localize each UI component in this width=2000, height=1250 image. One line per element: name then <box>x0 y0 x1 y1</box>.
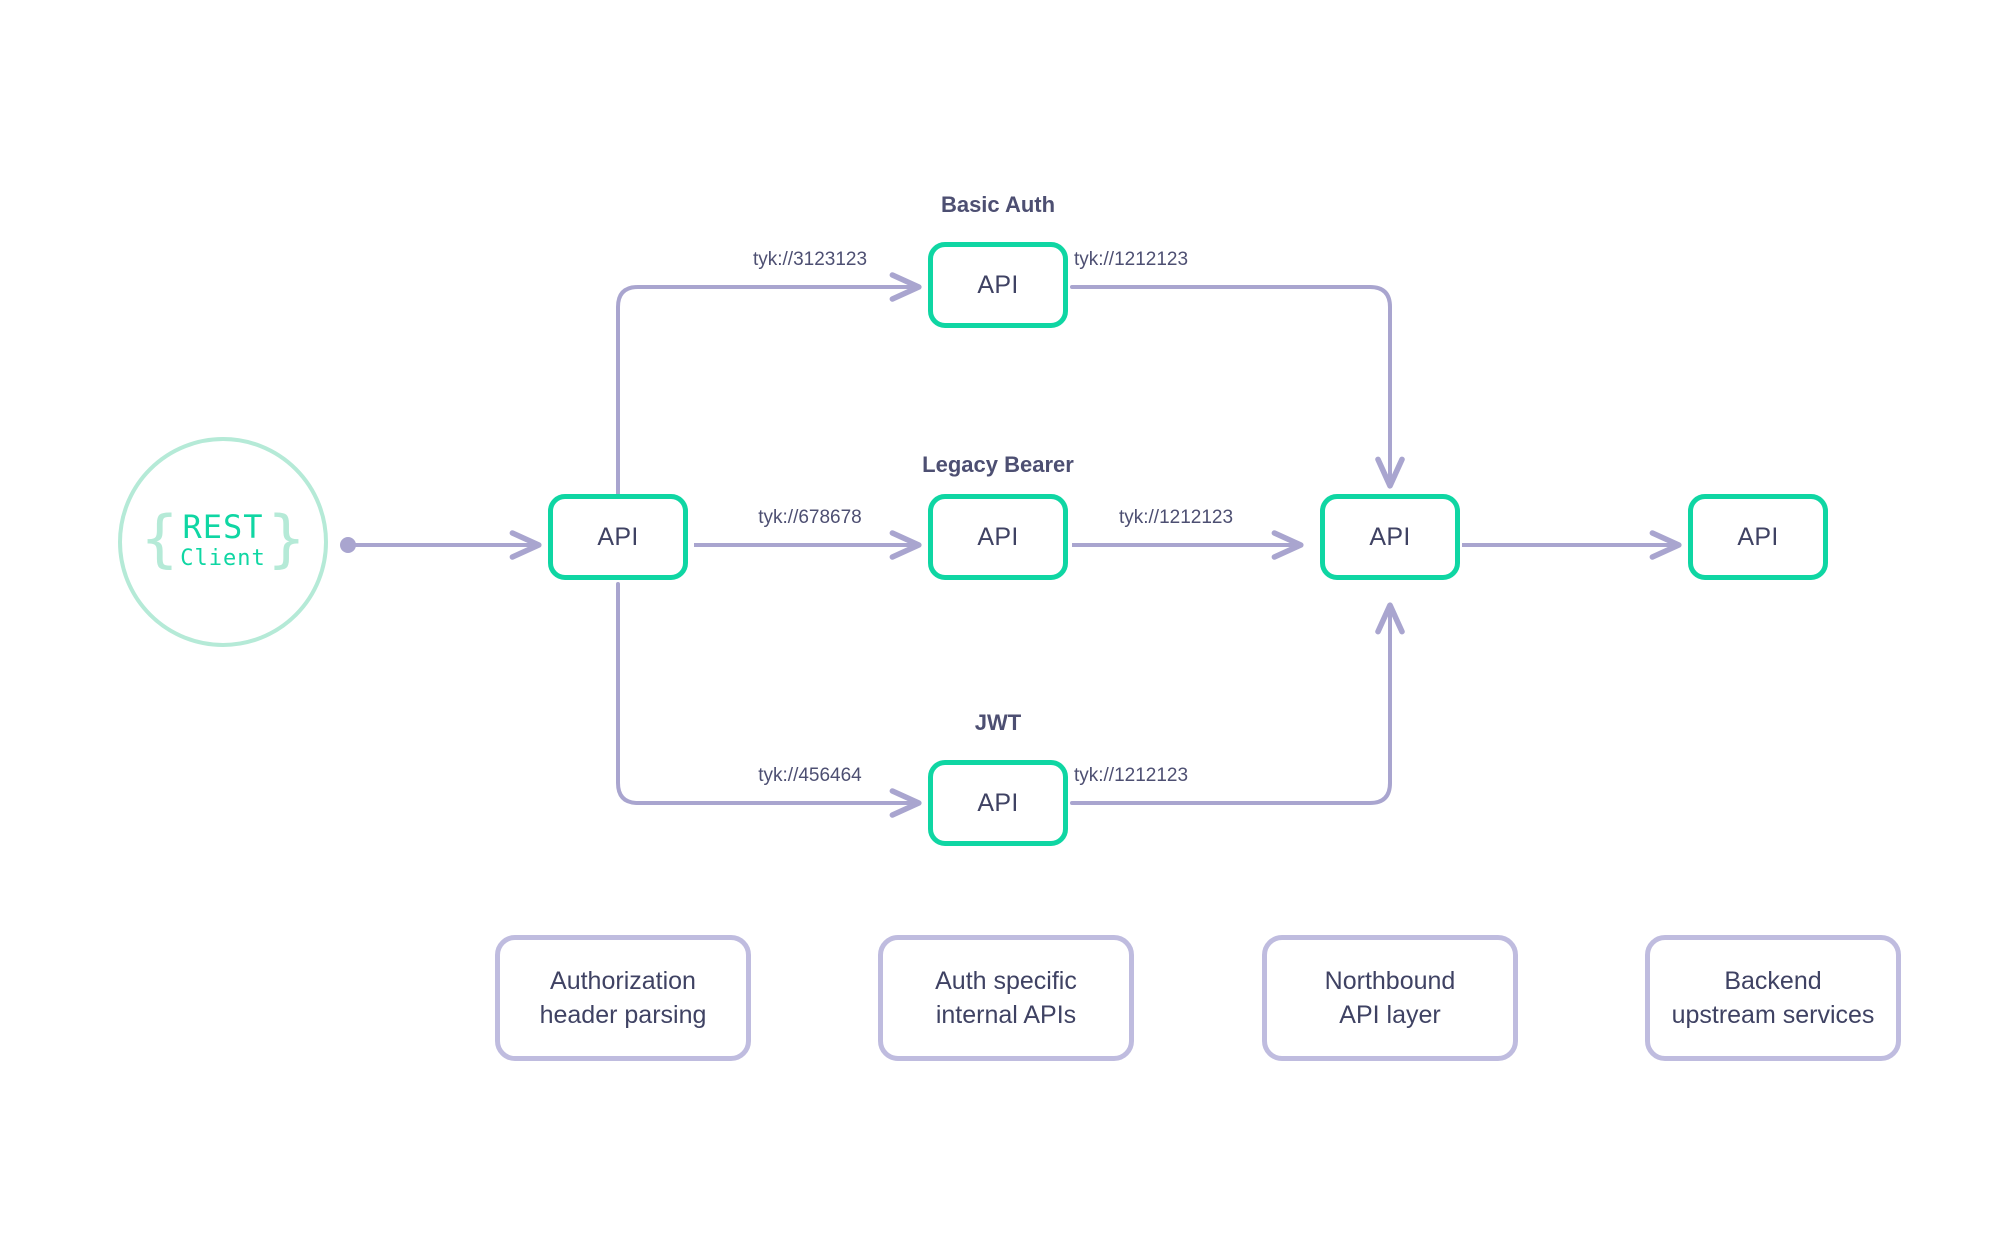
edge-gateway-to-basic-auth <box>616 272 922 496</box>
caption-backend-upstream-services: Backend upstream services <box>1645 935 1901 1061</box>
edge-label-legacy-bearer-to-northbound: tyk://1212123 <box>1118 507 1234 528</box>
edge-label-gateway-to-legacy-bearer: tyk://678678 <box>758 507 862 528</box>
api-node-backend[interactable]: API <box>1688 494 1828 580</box>
caption-line-1: Authorization <box>550 966 696 995</box>
caption-line-1: Auth specific <box>935 966 1077 995</box>
brace-left-icon: { <box>140 502 179 575</box>
edge-label-jwt-to-northbound: tyk://1212123 <box>1073 765 1189 786</box>
edge-label-gateway-to-jwt: tyk://456464 <box>758 765 862 786</box>
edge-basic-auth-to-northbound <box>1070 285 1405 489</box>
caption-line-1: Backend <box>1724 966 1822 995</box>
edge-label-basic-auth-to-northbound: tyk://1212123 <box>1073 249 1189 270</box>
caption-line-2: internal APIs <box>935 1001 1077 1029</box>
caption-line-2: header parsing <box>539 1001 707 1029</box>
edge-client-to-gateway <box>340 530 542 560</box>
group-title-basic-auth: Basic Auth <box>940 192 1056 217</box>
caption-line-2: upstream services <box>1671 1001 1875 1029</box>
api-node-label: API <box>1737 522 1779 551</box>
caption-northbound-api-layer: Northbound API layer <box>1262 935 1518 1061</box>
rest-client-node[interactable]: { REST Client } <box>118 437 328 647</box>
api-node-gateway[interactable]: API <box>548 494 688 580</box>
group-title-legacy-bearer: Legacy Bearer <box>922 452 1074 477</box>
api-node-label: API <box>977 522 1019 551</box>
rest-client-labels: REST Client <box>178 511 267 572</box>
caption-auth-specific-internal-apis: Auth specific internal APIs <box>878 935 1134 1061</box>
group-title-jwt: JWT <box>974 710 1022 735</box>
rest-client-subtitle: Client <box>180 546 266 572</box>
caption-line-1: Northbound <box>1324 966 1456 995</box>
edge-label-gateway-to-basic-auth: tyk://3123123 <box>752 249 868 270</box>
api-node-label: API <box>597 522 639 551</box>
api-node-label: API <box>977 788 1019 817</box>
rest-client-title: REST <box>182 508 264 547</box>
api-node-jwt[interactable]: API <box>928 760 1068 846</box>
api-node-label: API <box>1369 522 1411 551</box>
api-node-northbound[interactable]: API <box>1320 494 1460 580</box>
caption-authorization-header-parsing: Authorization header parsing <box>495 935 751 1061</box>
api-node-basic-auth[interactable]: API <box>928 242 1068 328</box>
brace-right-icon: } <box>267 502 306 575</box>
api-node-legacy-bearer[interactable]: API <box>928 494 1068 580</box>
api-node-label: API <box>977 270 1019 299</box>
caption-line-2: API layer <box>1339 1001 1441 1029</box>
